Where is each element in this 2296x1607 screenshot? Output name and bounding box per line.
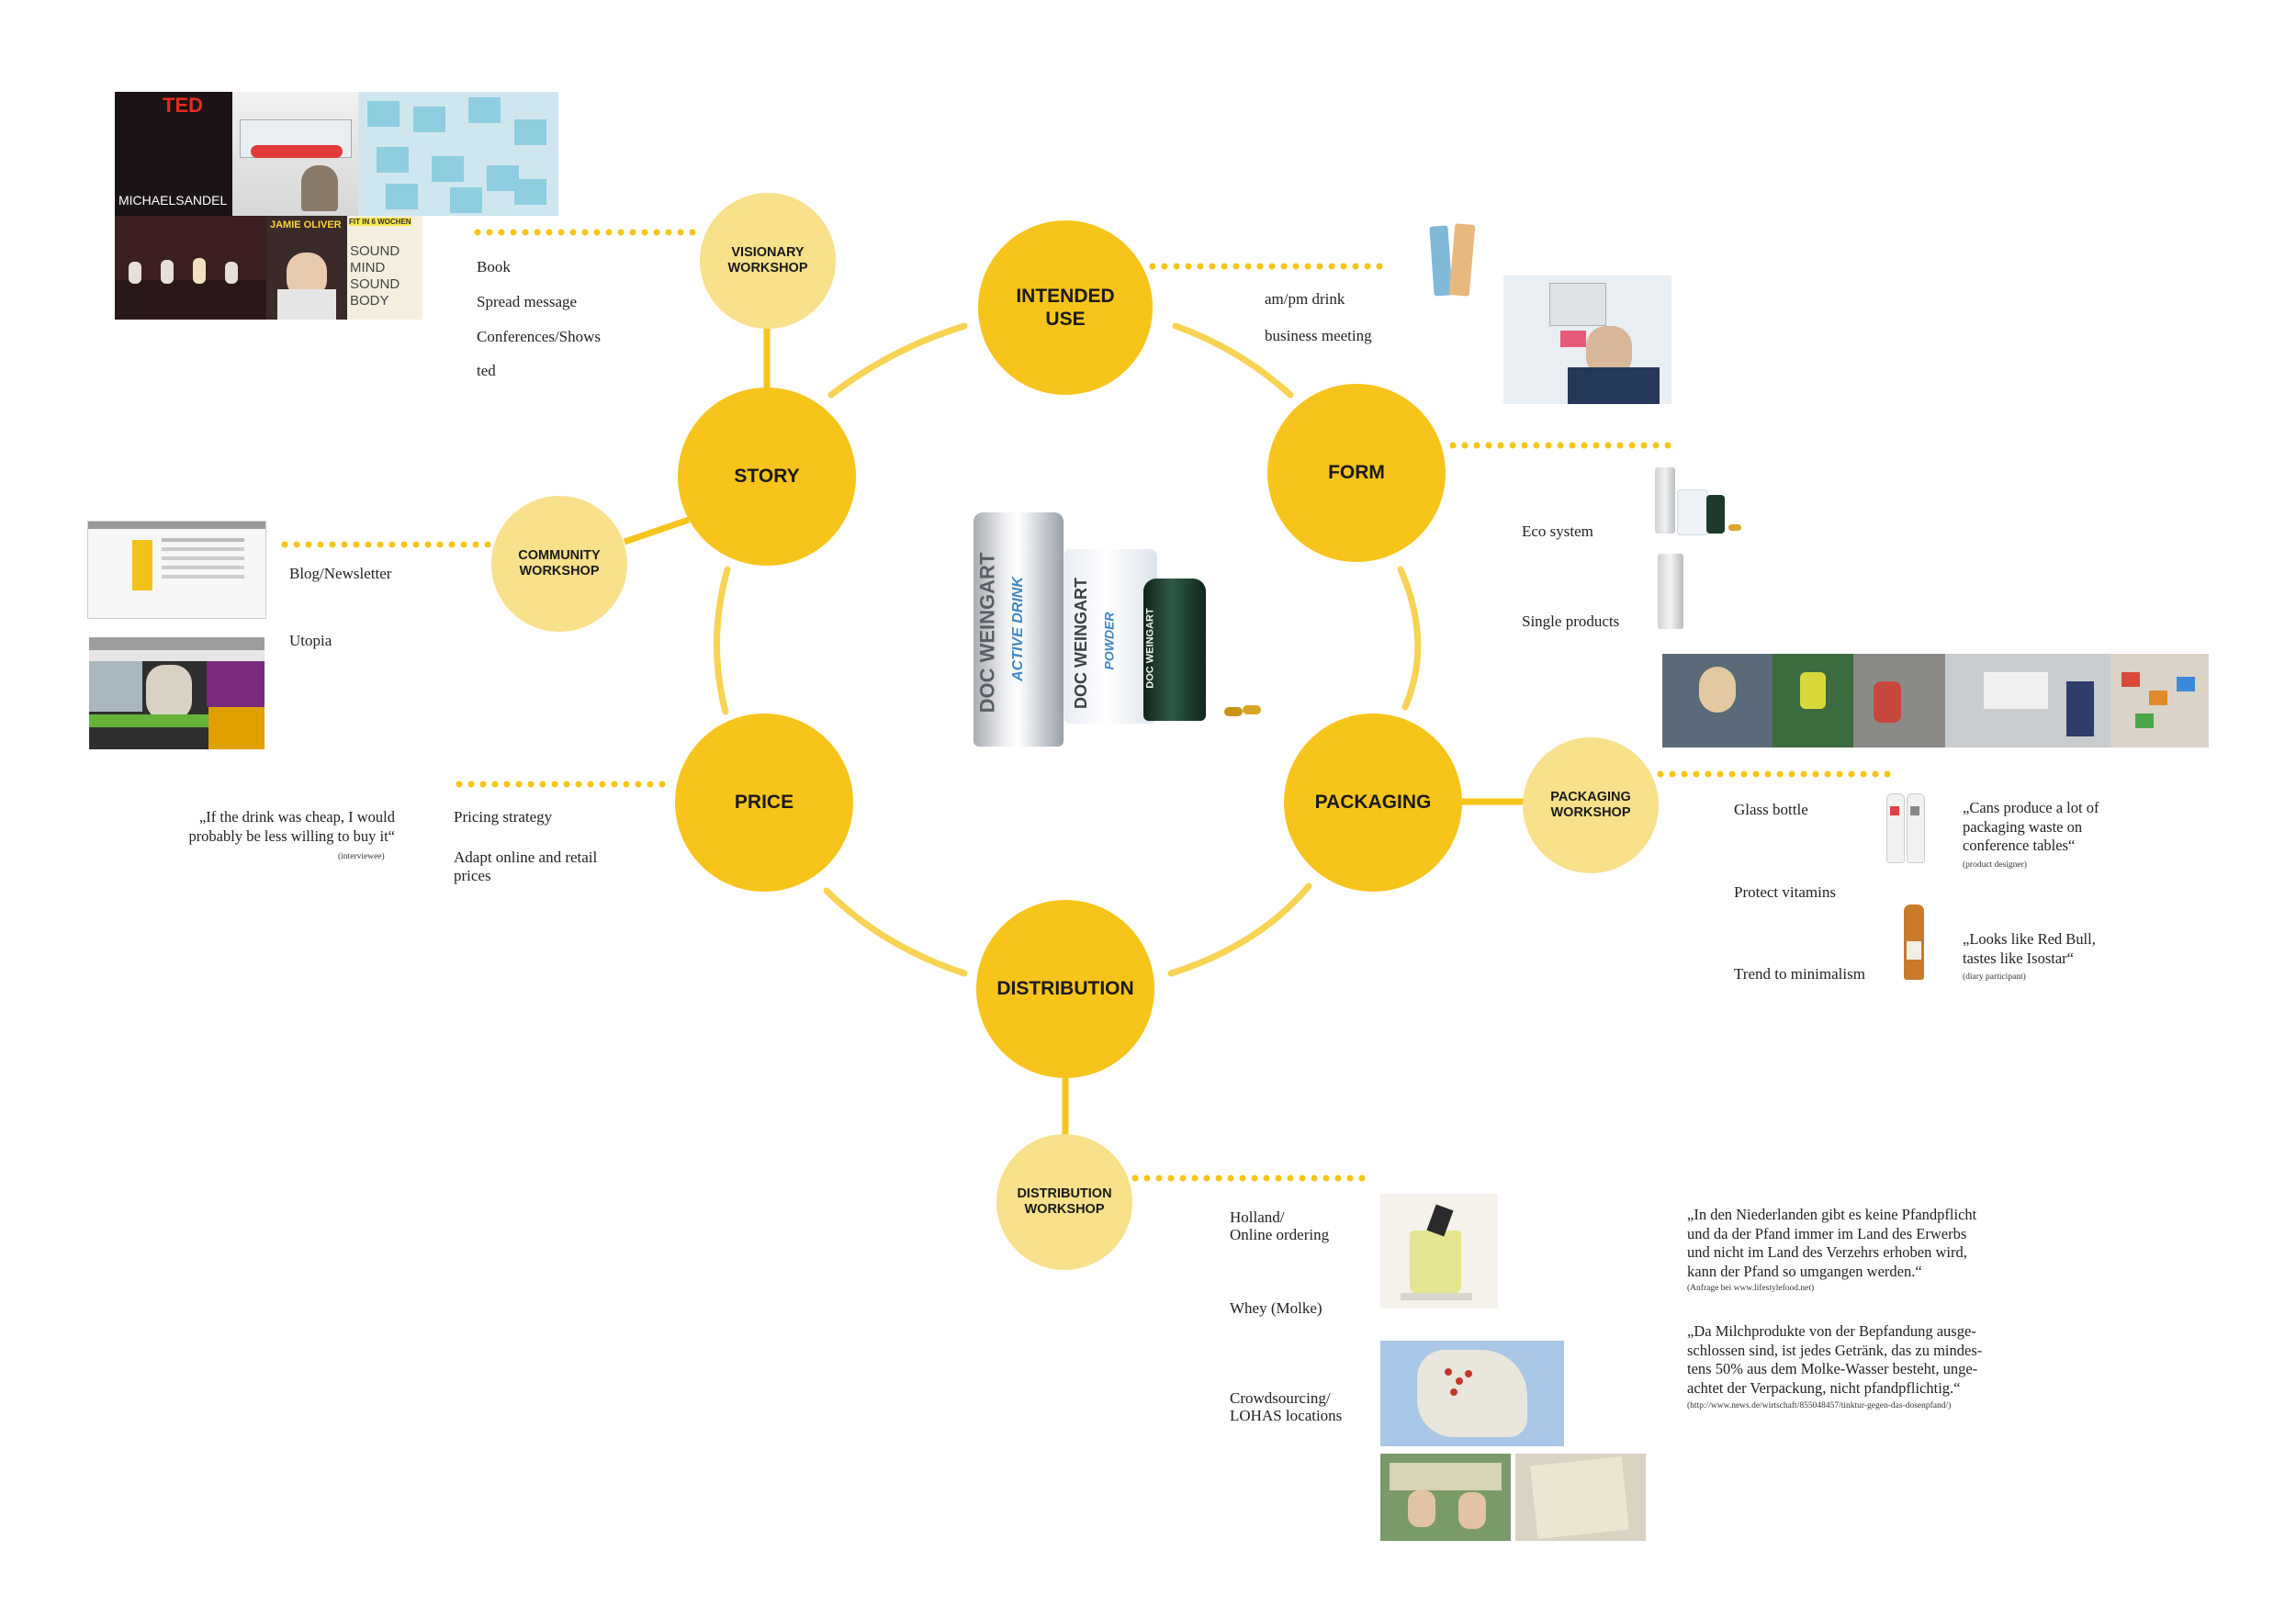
screenshot-blog xyxy=(87,521,266,619)
distribution-item-whey: Whey (Molke) xyxy=(1230,1299,1322,1317)
product-can: DOC WEINGART ACTIVE DRINK xyxy=(974,512,1064,747)
photo-single-can xyxy=(1658,554,1683,629)
distribution-item-holland: Holland/ xyxy=(1230,1208,1285,1226)
community-item-utopia: Utopia xyxy=(289,632,332,649)
node-packaging: PACKAGING xyxy=(1284,714,1462,892)
price-quote: „If the drink was cheap, I would probabl… xyxy=(188,808,395,845)
photo-drink-glass xyxy=(1380,1194,1498,1309)
price-item-prices: prices xyxy=(454,867,491,884)
photo-sound-mind-book: FIT IN 6 WOCHEN SOUND MIND SOUND BODY xyxy=(347,216,422,320)
packaging-quote-1: „Cans produce a lot of packaging waste o… xyxy=(1963,799,2099,855)
photo-panel xyxy=(115,216,266,320)
intended-use-item-business: business meeting xyxy=(1265,327,1372,344)
price-quote-source: (interviewee) xyxy=(338,852,385,861)
photo-market-stall xyxy=(1380,1454,1511,1541)
screenshot-utopia xyxy=(89,637,264,749)
packaging-item-glass-bottle: Glass bottle xyxy=(1734,801,1808,818)
product-tub: DOC WEINGART POWDER xyxy=(1064,549,1157,724)
photo-organic-cotton-bag xyxy=(1515,1454,1646,1541)
form-item-eco-system: Eco system xyxy=(1522,523,1593,540)
distribution-item-lohas: LOHAS locations xyxy=(1230,1407,1343,1424)
distribution-quote-1-source: (Anfrage bei www.lifestylefood.net) xyxy=(1687,1284,1815,1293)
photo-workshop-person xyxy=(1503,275,1671,404)
photo-eco-system xyxy=(1653,464,1745,535)
node-story: STORY xyxy=(678,388,856,566)
form-item-single-products: Single products xyxy=(1522,612,1620,630)
distribution-item-online: Online ordering xyxy=(1230,1226,1330,1243)
price-item-adapt: Adapt online and retail xyxy=(454,848,598,866)
distribution-quote-2-source: (http://www.news.de/wirtschaft/855048457… xyxy=(1687,1401,1952,1410)
connector-story-community xyxy=(623,516,691,545)
arc-distribution-price xyxy=(823,887,968,977)
distribution-item-crowdsourcing: Crowdsourcing/ xyxy=(1230,1389,1331,1407)
photo-tubes xyxy=(1428,220,1481,307)
community-item-blog: Blog/Newsletter xyxy=(289,565,392,582)
story-item-ted: ted xyxy=(477,362,496,379)
packaging-quote-2: „Looks like Red Bull, tastes like Isosta… xyxy=(1963,930,2096,967)
node-price: PRICE xyxy=(675,714,853,892)
story-item-book: Book xyxy=(477,258,511,275)
distribution-quote-2: „Da Milchprodukte von der Bepfandung aus… xyxy=(1687,1322,1983,1397)
distribution-quote-1: „In den Niederlanden gibt es keine Pfand… xyxy=(1687,1206,1977,1280)
story-item-conferences: Conferences/Shows xyxy=(477,328,602,345)
photo-jamie-oliver: JAMIE OLIVER xyxy=(266,216,347,320)
photo-ted-talk: TED MICHAELSANDEL xyxy=(115,92,232,216)
story-item-spread-message: Spread message xyxy=(477,293,578,310)
arc-price-story xyxy=(713,566,731,715)
photo-packaging-strip xyxy=(1662,654,2209,747)
packaging-item-protect-vitamins: Protect vitamins xyxy=(1734,883,1836,901)
intended-use-item-ampm: am/pm drink xyxy=(1265,290,1345,308)
product-jar: DOC WEINGART xyxy=(1143,579,1206,721)
photo-glass-bottles xyxy=(1883,790,1929,865)
arc-intended-story xyxy=(827,322,968,399)
arc-packaging-distribution xyxy=(1167,882,1312,977)
photo-presenter xyxy=(232,92,358,216)
photo-europe-map xyxy=(1380,1341,1564,1446)
product-capsules xyxy=(1224,705,1263,718)
photo-sticky-notes xyxy=(358,92,558,216)
photo-beer-bottle xyxy=(1904,905,1924,980)
packaging-quote-1-source: (product designer) xyxy=(1963,860,2027,870)
arc-form-packaging xyxy=(1397,566,1422,711)
packaging-quote-2-source: (diary participant) xyxy=(1963,972,2026,982)
arc-intended-form xyxy=(1172,322,1294,399)
node-distribution: DISTRIBUTION xyxy=(976,900,1154,1078)
price-item-pricing-strategy: Pricing strategy xyxy=(454,808,553,826)
node-form: FORM xyxy=(1267,384,1446,562)
packaging-item-minimalism: Trend to minimalism xyxy=(1734,965,1865,983)
